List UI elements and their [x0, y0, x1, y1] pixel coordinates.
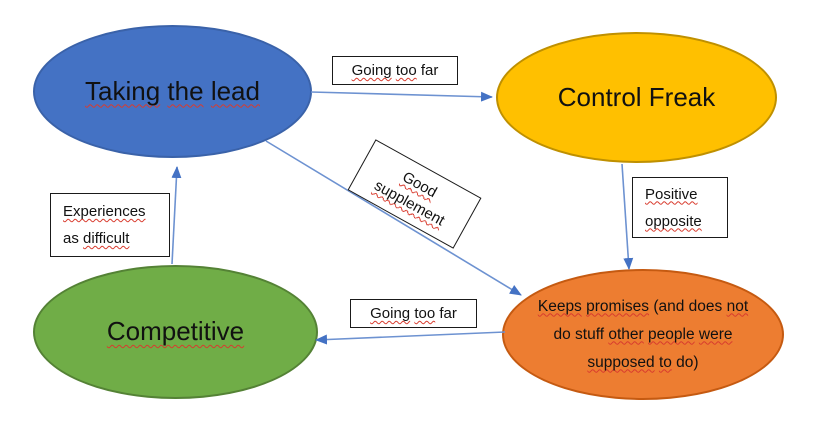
node-competitive-label: Competitive [106, 316, 245, 347]
arrow-competitive-to-taking[interactable] [171, 166, 182, 265]
node-taking-the-lead[interactable]: Taking the lead [33, 25, 312, 158]
label-going-too-far-bottom[interactable]: Going too far [350, 299, 477, 328]
arrow-control-to-keeps[interactable] [621, 163, 634, 270]
node-competitive[interactable]: Competitive [33, 265, 318, 399]
node-control-freak-label: Control Freak [557, 81, 716, 112]
arrow-taking-to-keeps[interactable] [265, 140, 522, 296]
node-taking-the-lead-label: Taking the lead [85, 75, 260, 106]
label-going-too-far-top-text: Going too far [351, 62, 439, 79]
arrow-taking-to-control[interactable] [310, 91, 493, 102]
arrow-keeps-to-competitive[interactable] [315, 331, 506, 345]
label-going-too-far-top[interactable]: Going too far [332, 56, 458, 85]
node-control-freak[interactable]: Control Freak [496, 32, 777, 163]
label-going-too-far-bottom-text: Going too far [370, 305, 457, 322]
